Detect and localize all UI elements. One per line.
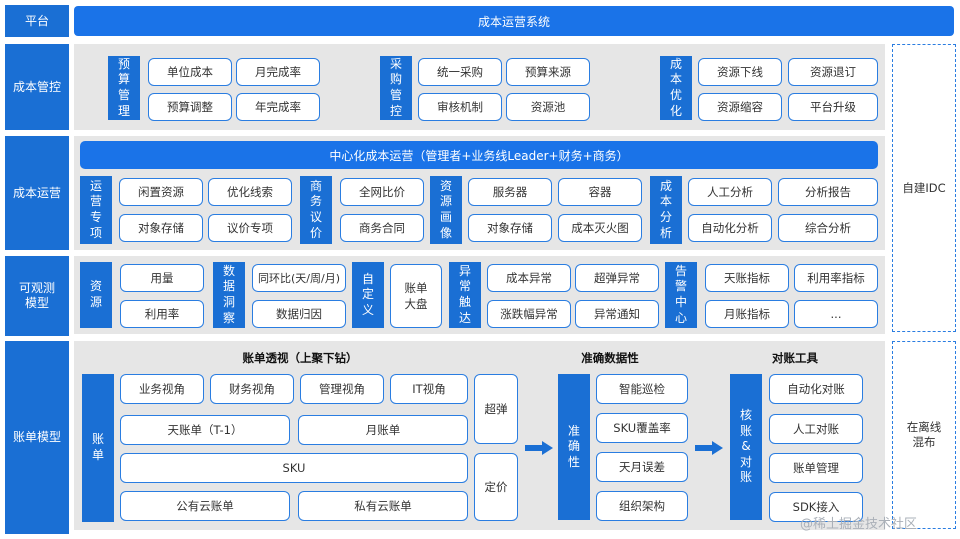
analysis-report-box: 分析报告 <box>778 178 878 206</box>
business-bargain-label: 商务议价 <box>300 176 332 244</box>
bill-perspective-title: 账单透视（上聚下钻） <box>242 351 358 365</box>
bargain-special-box: 议价专项 <box>208 214 292 242</box>
idle-resource-box: 闲置资源 <box>119 178 203 206</box>
overflow-box: 超弹 <box>474 374 518 444</box>
monthly-completion-box: 月完成率 <box>236 58 320 86</box>
system-title-bar: 成本运营系统 <box>74 6 954 36</box>
pricing-box: 定价 <box>474 453 518 521</box>
arrow-right-icon <box>525 441 553 455</box>
review-mechanism-box: 审核机制 <box>418 93 502 121</box>
day-month-error-box: 天月误差 <box>596 452 688 482</box>
comprehensive-analysis-box: 综合分析 <box>778 214 878 242</box>
utilization-metric-box: 利用率指标 <box>794 264 878 292</box>
bill-label: 账单 <box>82 374 114 522</box>
private-cloud-bill-box: 私有云账单 <box>298 491 468 521</box>
daily-bill-box: 天账单（T-1） <box>120 415 290 445</box>
reconciliation-title: 对账工具 <box>772 351 818 365</box>
central-ops-bar: 中心化成本运营（管理者+业务线Leader+财务+商务） <box>80 141 878 169</box>
utilization-box: 利用率 <box>120 300 204 328</box>
accuracy-title: 准确数据性 <box>581 351 639 365</box>
server-box: 服务器 <box>468 178 552 206</box>
overflow-anomaly-box: 超弹异常 <box>575 264 659 292</box>
unit-cost-box: 单位成本 <box>148 58 232 86</box>
sku-coverage-box: SKU覆盖率 <box>596 413 688 443</box>
anomaly-notice-box: 异常通知 <box>575 300 659 328</box>
budget-management-label: 预算管理 <box>108 56 140 120</box>
sdk-access-box: SDK接入 <box>769 492 863 522</box>
row-label-cost-control: 成本管控 <box>5 44 69 130</box>
bill-dashboard-box: 账单 大盘 <box>390 264 442 328</box>
resource-offline-box: 资源下线 <box>698 58 782 86</box>
row-label-observability: 可观测 模型 <box>5 256 69 336</box>
more-metrics-box: ... <box>794 300 878 328</box>
yearly-completion-box: 年完成率 <box>236 93 320 121</box>
resource-pool-box: 资源池 <box>506 93 590 121</box>
budget-source-box: 预算来源 <box>506 58 590 86</box>
object-storage-portrait-box: 对象存储 <box>468 214 552 242</box>
it-view-box: IT视角 <box>390 374 468 404</box>
row-label-cost-ops: 成本运营 <box>5 136 69 250</box>
daily-bill-metric-box: 天账指标 <box>705 264 789 292</box>
unified-procurement-box: 统一采购 <box>418 58 502 86</box>
ops-special-label: 运营专项 <box>80 176 112 244</box>
monthly-bill-metric-box: 月账指标 <box>705 300 789 328</box>
smart-inspection-box: 智能巡检 <box>596 374 688 404</box>
watermark: @稀土掘金技术社区 <box>800 517 918 532</box>
cost-analysis-label: 成本分析 <box>650 176 682 244</box>
budget-adjust-box: 预算调整 <box>148 93 232 121</box>
data-attribution-box: 数据归因 <box>252 300 346 328</box>
row-label-platform: 平台 <box>5 5 69 37</box>
monthly-bill-box: 月账单 <box>298 415 468 445</box>
resource-portrait-label: 资源画像 <box>430 176 462 244</box>
cost-optimization-label: 成本优化 <box>660 56 692 120</box>
accuracy-label: 准确性 <box>558 374 590 520</box>
data-insight-label: 数据洞察 <box>213 262 245 328</box>
arrow-right-icon <box>695 441 723 455</box>
resource-label: 资源 <box>80 262 112 328</box>
self-built-idc: 自建IDC <box>892 44 956 332</box>
container-box: 容器 <box>558 178 642 206</box>
period-compare-box: 同环比(天/周/月) <box>252 264 346 292</box>
resource-unsubscribe-box: 资源退订 <box>788 58 878 86</box>
resource-shrink-box: 资源缩容 <box>698 93 782 121</box>
procurement-control-label: 采购管控 <box>380 56 412 120</box>
manual-reconcile-box: 人工对账 <box>769 414 863 444</box>
usage-box: 用量 <box>120 264 204 292</box>
cost-anomaly-box: 成本异常 <box>487 264 571 292</box>
offline-mixed-deploy: 在离线 混布 <box>892 341 956 529</box>
business-contract-box: 商务合同 <box>340 214 424 242</box>
management-view-box: 管理视角 <box>300 374 384 404</box>
sku-box: SKU <box>120 453 468 483</box>
price-compare-box: 全网比价 <box>340 178 424 206</box>
bill-management-box: 账单管理 <box>769 453 863 483</box>
business-view-box: 业务视角 <box>120 374 204 404</box>
manual-analysis-box: 人工分析 <box>688 178 772 206</box>
reconciliation-label: 核账&对账 <box>730 374 762 520</box>
fluctuation-anomaly-box: 涨跌幅异常 <box>487 300 571 328</box>
optimization-leads-box: 优化线索 <box>208 178 292 206</box>
auto-analysis-box: 自动化分析 <box>688 214 772 242</box>
object-storage-box: 对象存储 <box>119 214 203 242</box>
auto-reconcile-box: 自动化对账 <box>769 374 863 404</box>
org-structure-box: 组织架构 <box>596 491 688 521</box>
anomaly-reach-label: 异常触达 <box>449 262 481 328</box>
custom-label: 自定义 <box>352 262 384 328</box>
cost-firefight-map-box: 成本灭火图 <box>558 214 642 242</box>
row-label-billing-model: 账单模型 <box>5 341 69 534</box>
alert-center-label: 告警中心 <box>665 262 697 328</box>
finance-view-box: 财务视角 <box>210 374 294 404</box>
public-cloud-bill-box: 公有云账单 <box>120 491 290 521</box>
platform-upgrade-box: 平台升级 <box>788 93 878 121</box>
